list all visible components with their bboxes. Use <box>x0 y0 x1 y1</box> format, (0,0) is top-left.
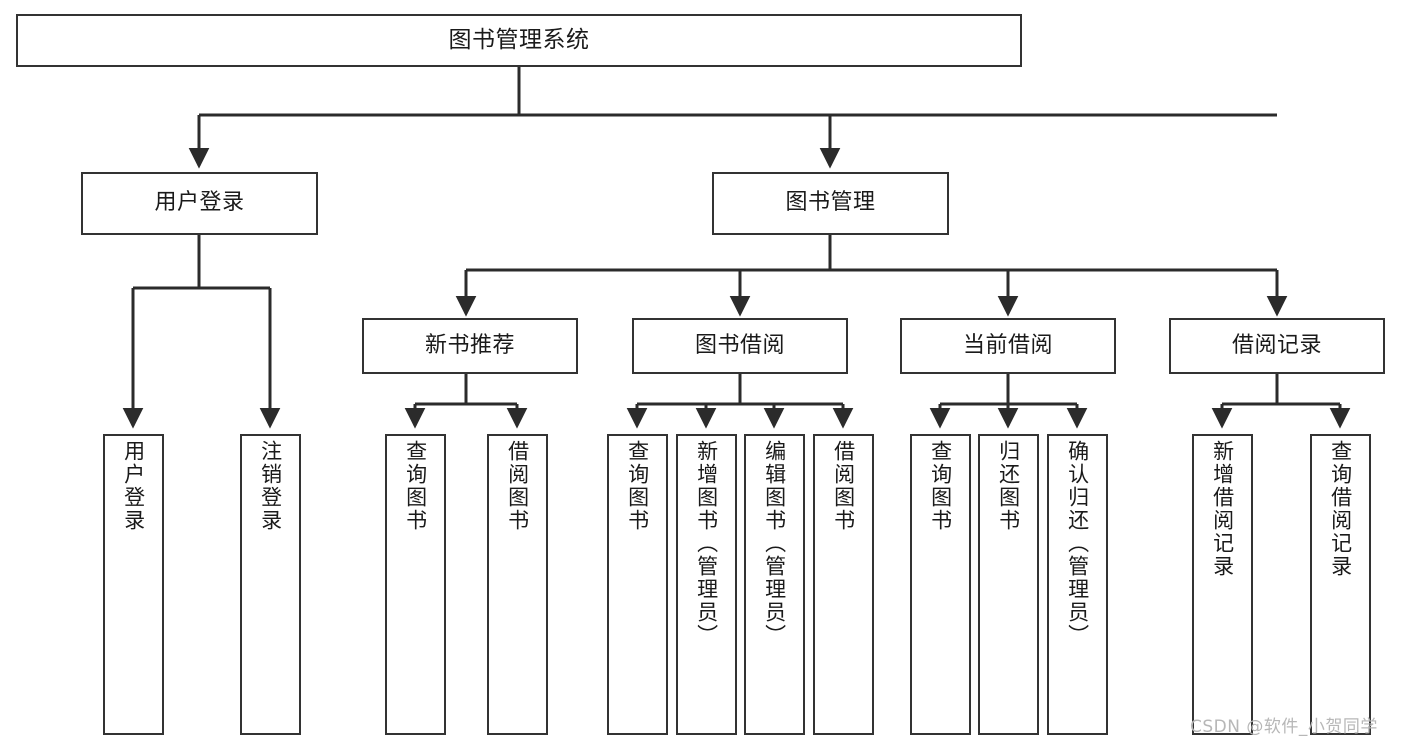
node-label: 用户登录 <box>154 190 245 216</box>
node-label: 当前借阅 <box>962 332 1053 358</box>
node-new-book-recommend[interactable]: 新书推荐 <box>362 318 578 374</box>
node-label: 查询图书 <box>403 440 428 532</box>
node-book-management[interactable]: 图书管理 <box>712 172 949 235</box>
node-label: 确认归还（管理员） <box>1065 440 1090 647</box>
node-label: 编辑图书（管理员） <box>762 440 787 647</box>
node-book-borrow[interactable]: 图书借阅 <box>632 318 848 374</box>
leaf-borrow-record-query-record[interactable]: 查询借阅记录 <box>1310 434 1371 735</box>
node-root-system[interactable]: 图书管理系统 <box>16 14 1022 67</box>
csdn-watermark: CSDN @软件_小贺同学 <box>1190 717 1378 737</box>
node-label: 查询图书 <box>928 440 953 532</box>
node-label: 新增借阅记录 <box>1210 440 1235 578</box>
leaf-logout[interactable]: 注销登录 <box>240 434 301 735</box>
node-borrow-record[interactable]: 借阅记录 <box>1169 318 1385 374</box>
leaf-book-borrow-edit-book[interactable]: 编辑图书（管理员） <box>744 434 805 735</box>
node-label: 注销登录 <box>258 440 283 532</box>
node-label: 新增图书（管理员） <box>694 440 719 647</box>
leaf-current-borrow-query-book[interactable]: 查询图书 <box>910 434 971 735</box>
node-label: 借阅记录 <box>1231 332 1322 358</box>
leaf-borrow-record-add-record[interactable]: 新增借阅记录 <box>1192 434 1253 735</box>
node-user-login[interactable]: 用户登录 <box>81 172 318 235</box>
node-label: 图书借阅 <box>694 332 785 358</box>
node-label: 借阅图书 <box>831 440 856 532</box>
leaf-new-book-query-book[interactable]: 查询图书 <box>385 434 446 735</box>
leaf-current-borrow-return-book[interactable]: 归还图书 <box>978 434 1039 735</box>
node-label: 查询借阅记录 <box>1328 440 1353 578</box>
node-label: 归还图书 <box>996 440 1021 532</box>
node-label: 图书管理 <box>785 190 876 216</box>
node-label: 查询图书 <box>625 440 650 532</box>
node-label: 借阅图书 <box>505 440 530 532</box>
node-label: 用户登录 <box>121 440 146 532</box>
leaf-current-borrow-confirm-return[interactable]: 确认归还（管理员） <box>1047 434 1108 735</box>
node-label: 图书管理系统 <box>448 26 590 53</box>
leaf-user-login[interactable]: 用户登录 <box>103 434 164 735</box>
node-label: 新书推荐 <box>424 332 515 358</box>
leaf-book-borrow-add-book[interactable]: 新增图书（管理员） <box>676 434 737 735</box>
node-current-borrow[interactable]: 当前借阅 <box>900 318 1116 374</box>
leaf-new-book-borrow-book[interactable]: 借阅图书 <box>487 434 548 735</box>
leaf-book-borrow-borrow-book[interactable]: 借阅图书 <box>813 434 874 735</box>
leaf-book-borrow-query-book[interactable]: 查询图书 <box>607 434 668 735</box>
